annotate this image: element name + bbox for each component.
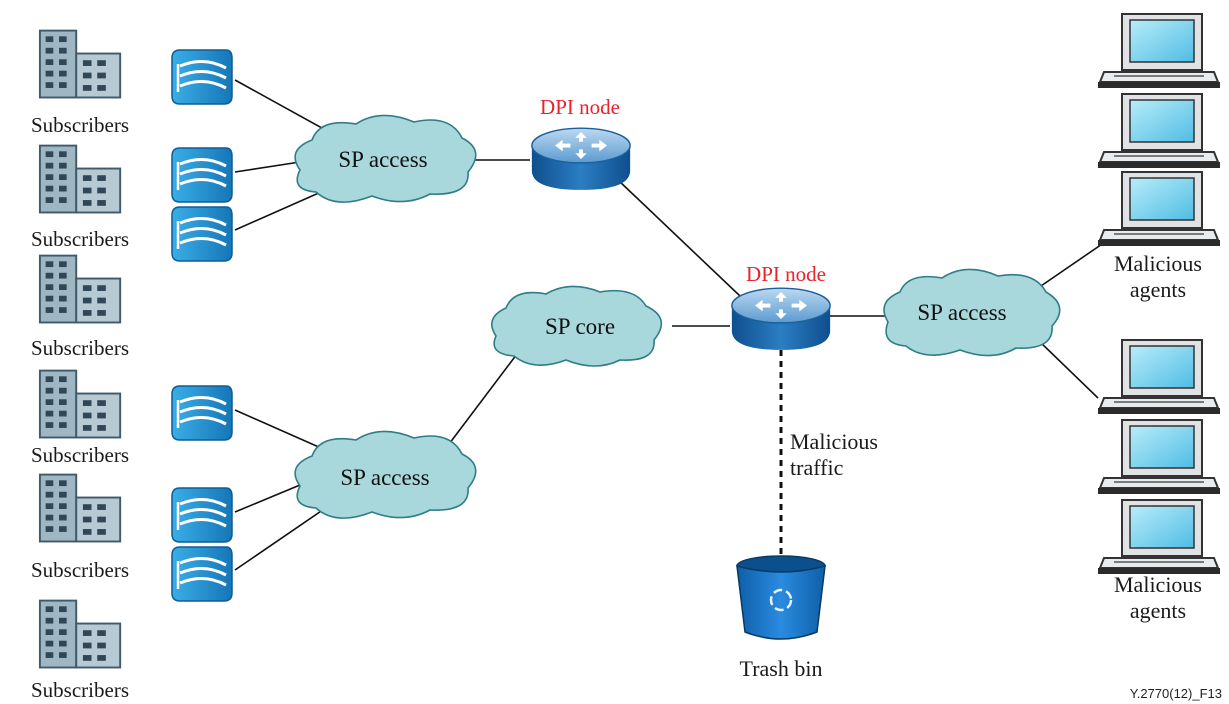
dpi-node-label: DPI node — [746, 262, 826, 286]
link — [234, 161, 301, 173]
malicious-agents-label: Malicious — [1114, 251, 1202, 276]
link — [617, 179, 741, 297]
computer-icon — [1097, 171, 1221, 247]
subscribers-label: Subscribers — [31, 113, 129, 137]
modem-icon — [170, 205, 234, 263]
subscribers-label: Subscribers — [31, 227, 129, 251]
malicious-agents-labels: Malicious agents Malicious agents — [1114, 251, 1202, 623]
computer-icon — [1097, 499, 1221, 575]
sp-access-label: SP access — [338, 147, 427, 172]
sp-access-label: SP access — [340, 465, 429, 490]
subscribers-label: Subscribers — [31, 558, 129, 582]
computer-icon — [1097, 93, 1221, 169]
modem-icon — [170, 146, 234, 204]
computer-icon — [1097, 339, 1221, 415]
dpi-node-top: DPI node — [531, 95, 631, 191]
modem-icon — [170, 545, 234, 603]
building-icon — [38, 369, 122, 439]
modems — [170, 48, 234, 603]
dpi-node-center: DPI node — [731, 262, 831, 351]
subscribers-label: Subscribers — [31, 336, 129, 360]
cloud-sp-core: SP core — [490, 285, 663, 367]
link — [234, 187, 331, 231]
building-icon — [38, 254, 122, 324]
trash-bin-icon — [736, 555, 826, 640]
cloud-sp-access-bottom: SP access — [294, 430, 477, 519]
building-icon — [38, 599, 122, 669]
figure-id: Y.2770(12)_F13 — [1130, 686, 1222, 701]
computer-icon — [1097, 419, 1221, 495]
modem-icon — [170, 384, 234, 442]
router-icon — [731, 287, 831, 351]
building-icon — [38, 29, 122, 99]
computer-icon — [1097, 13, 1221, 89]
cloud-sp-access-top: SP access — [294, 114, 477, 203]
link — [1037, 239, 1109, 289]
malicious-traffic-label: traffic — [790, 455, 844, 480]
connection-lines — [234, 79, 1109, 571]
link — [234, 504, 331, 571]
link — [1037, 339, 1099, 399]
link — [234, 484, 301, 513]
modem-icon — [170, 486, 234, 544]
malicious-traffic-label: Malicious — [790, 429, 878, 454]
cloud-sp-access-right: SP access — [883, 268, 1061, 357]
sp-access-label: SP access — [917, 300, 1006, 325]
building-icon — [38, 144, 122, 214]
subscriber-labels: Subscribers Subscribers Subscribers Subs… — [31, 113, 129, 702]
malicious-agents-label: agents — [1130, 598, 1186, 623]
malicious-agents-label: agents — [1130, 277, 1186, 302]
subscribers-label: Subscribers — [31, 443, 129, 467]
trash-bin-label: Trash bin — [740, 656, 823, 681]
building-icon — [38, 473, 122, 543]
dpi-node-label: DPI node — [540, 95, 620, 119]
link — [234, 409, 331, 453]
router-icon — [531, 127, 631, 191]
subscribers-label: Subscribers — [31, 678, 129, 702]
link — [439, 349, 521, 457]
malicious-agents-label: Malicious — [1114, 572, 1202, 597]
modem-icon — [170, 48, 234, 106]
sp-core-label: SP core — [545, 314, 615, 339]
trash-bin: Trash bin — [736, 555, 826, 681]
